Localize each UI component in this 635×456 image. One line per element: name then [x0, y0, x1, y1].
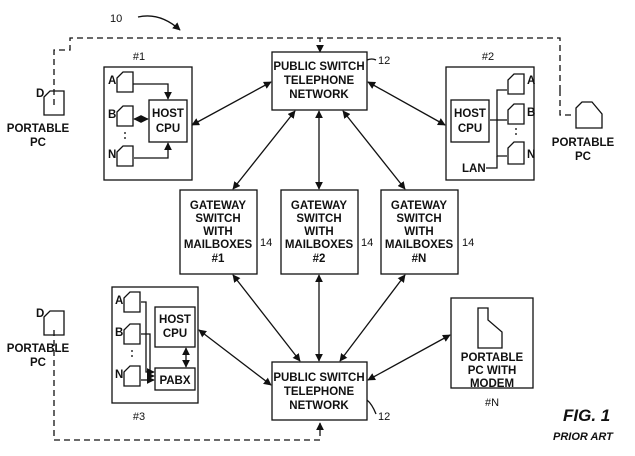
figure-title: FIG. 1	[563, 406, 610, 425]
gateway-n-ref: 14	[462, 237, 474, 249]
link-site1-pstn-top	[192, 82, 271, 125]
siteN-line1: PORTABLE	[461, 352, 524, 364]
pstn-bottom-line2: TELEPHONE	[284, 386, 355, 398]
site1-host-box	[149, 100, 187, 142]
site3-host-box	[155, 307, 195, 347]
ref-12-bottom-leader	[367, 400, 376, 414]
siteN-label: #N	[485, 397, 499, 409]
link-site2-pstn-top	[368, 82, 445, 125]
site1-terminal-b	[117, 106, 133, 126]
site2-host-box	[451, 100, 489, 142]
portable-pc-top-left-letter: D	[36, 88, 44, 100]
site1-host-line1: HOST	[152, 108, 184, 120]
link-pstn-top-gw1	[233, 111, 295, 189]
site2-terminal-b	[508, 104, 524, 124]
gateway-1-line1: GATEWAY	[190, 200, 247, 212]
gateway-n-line1: GATEWAY	[391, 200, 448, 212]
site1-link-a	[133, 84, 168, 99]
site3-term-b-label: B	[115, 327, 123, 339]
site1-terminal-n	[117, 146, 133, 166]
site2-lan-label: LAN	[462, 163, 486, 175]
site2-term-a-label: A	[527, 75, 535, 87]
siteN-line2: PC WITH	[468, 365, 517, 377]
ref-12-top-leader	[367, 59, 376, 60]
link-gw1-pstn-bottom	[233, 275, 300, 361]
gateway-2-line4: MAILBOXES	[285, 239, 354, 251]
portable-pc-bottom-left-line2: PC	[30, 357, 46, 369]
gateway-1-line4: MAILBOXES	[184, 239, 253, 251]
portable-pc-top-left-line1: PORTABLE	[7, 123, 70, 135]
site1-label: #1	[133, 51, 145, 63]
site3-link-b	[141, 334, 154, 376]
site3-link-a	[141, 302, 154, 372]
prior-art-label: PRIOR ART	[553, 431, 614, 443]
site3-terminal-n	[124, 366, 140, 386]
site2-bus-a	[490, 90, 507, 120]
gateway-n-line2: SWITCH	[396, 213, 441, 225]
gateway-2-line5: #2	[313, 253, 326, 265]
site2-terminal-a	[508, 74, 524, 94]
ref-10-label: 10	[110, 13, 122, 25]
site2-term-n-label: N	[527, 149, 535, 161]
site3-terminal-a	[124, 292, 140, 312]
link-siteN-pstn-bottom	[368, 335, 450, 380]
pstn-top-line2: TELEPHONE	[284, 75, 355, 87]
site2-host-line2: CPU	[458, 123, 482, 135]
pstn-bottom-line1: PUBLIC SWITCH	[273, 372, 364, 384]
pstn-top-line3: NETWORK	[289, 89, 349, 101]
site1-host-line2: CPU	[156, 123, 180, 135]
site2-host-line1: HOST	[454, 108, 486, 120]
site3-label: #3	[133, 411, 145, 423]
site1-link-n	[134, 143, 168, 158]
portable-pc-top-right-line1: PORTABLE	[552, 137, 615, 149]
siteN-pc-icon	[478, 308, 502, 348]
site1-term-a-label: A	[108, 75, 116, 87]
portable-pc-top-right-line2: PC	[575, 151, 591, 163]
gateway-1-line2: SWITCH	[195, 213, 240, 225]
dashed-to-right-pc	[560, 90, 575, 115]
gateway-1-line5: #1	[212, 253, 225, 265]
site2-terminal-n	[508, 142, 524, 164]
gateway-1-line3: WITH	[203, 226, 232, 238]
gateway-2-line2: SWITCH	[296, 213, 341, 225]
site3-term-a-label: A	[115, 295, 123, 307]
site1-terminal-a	[117, 72, 133, 92]
site2-lan-lead	[486, 156, 497, 168]
site3-term-n-label: N	[115, 369, 123, 381]
portable-pc-top-right-icon	[576, 102, 602, 128]
site3-terminal-b	[124, 324, 140, 344]
link-pstn-top-gwn	[343, 111, 405, 189]
ref-12-bottom: 12	[378, 411, 390, 423]
site2-bus-n	[497, 120, 507, 156]
link-site3-pstn-bottom	[199, 330, 271, 385]
site3-host-line1: HOST	[159, 314, 191, 326]
gateway-2-ref: 14	[361, 237, 373, 249]
gateway-1-ref: 14	[260, 237, 272, 249]
ref-12-top: 12	[378, 55, 390, 67]
gateway-n-line5: #N	[412, 253, 427, 265]
ref-10-arrow	[138, 16, 180, 30]
gateway-2-line1: GATEWAY	[291, 200, 348, 212]
gateway-n-line4: MAILBOXES	[385, 239, 454, 251]
site2-label: #2	[482, 51, 494, 63]
pstn-bottom-line3: NETWORK	[289, 400, 349, 412]
site1-term-b-label: B	[108, 109, 116, 121]
portable-pc-bottom-left-letter: D	[36, 308, 44, 320]
portable-pc-top-left-line2: PC	[30, 137, 46, 149]
siteN-line3: MODEM	[470, 378, 514, 390]
gateway-n-line3: WITH	[404, 226, 433, 238]
site2-term-b-label: B	[527, 107, 535, 119]
portable-pc-bottom-left-line1: PORTABLE	[7, 343, 70, 355]
gateway-2-line3: WITH	[304, 226, 333, 238]
link-gwn-pstn-bottom	[340, 275, 405, 361]
site3-pabx-label: PABX	[159, 375, 190, 387]
site1-term-n-label: N	[108, 149, 116, 161]
pstn-top-line1: PUBLIC SWITCH	[273, 61, 364, 73]
site3-host-line2: CPU	[163, 328, 187, 340]
